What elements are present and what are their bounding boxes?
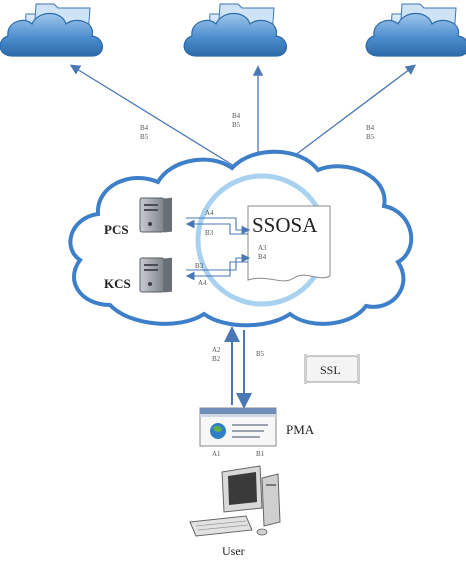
pcs-label: PCS	[104, 222, 129, 237]
ssosa-document-icon	[247, 205, 331, 282]
desktop-computer-icon	[189, 465, 281, 537]
left-arrow-label-1: B4	[140, 124, 149, 132]
right-arrow-label-1: B4	[366, 124, 375, 132]
arrow-ssosa-to-kcs	[185, 261, 248, 281]
cloud-left-icon	[0, 3, 104, 57]
pcs-server-icon	[139, 197, 173, 233]
ssl-label: SSL	[320, 363, 341, 377]
arrow-to-left-cloud	[69, 64, 253, 178]
kcs-arrow-a4: A4	[198, 279, 207, 287]
right-arrow-label-2: B5	[366, 133, 375, 141]
pma-up-label-a2: A2	[212, 346, 221, 354]
ssosa-label-a3: A3	[258, 244, 267, 252]
ssosa-label-b4: B4	[258, 253, 267, 261]
kcs-label: KCS	[104, 276, 131, 291]
ssosa-label: SSOSA	[252, 213, 318, 237]
arrow-pcs-to-ssosa	[186, 217, 251, 235]
browser-window-icon	[199, 407, 277, 447]
pma-down-label-b5: B5	[256, 350, 265, 358]
cloud-right-icon	[365, 3, 466, 57]
kcs-arrow-b3: B3	[195, 262, 204, 270]
arrow-ssosa-to-pcs	[185, 219, 248, 235]
pma-a1-label: A1	[212, 450, 221, 458]
kcs-server-icon	[139, 257, 173, 293]
center-arrow-label-2: B5	[232, 121, 241, 129]
pma-b1-label: B1	[256, 450, 265, 458]
ssl-badge-icon	[304, 354, 360, 384]
pma-label: PMA	[286, 422, 315, 437]
arrow-kcs-to-ssosa	[186, 253, 251, 271]
user-label: User	[222, 544, 245, 558]
left-arrow-label-2: B5	[140, 133, 149, 141]
center-arrow-label-1: B4	[232, 112, 241, 120]
cloud-center-icon	[183, 3, 288, 57]
pcs-arrow-a4: A4	[205, 209, 214, 217]
pma-up-label-b2: B2	[212, 355, 221, 363]
pcs-arrow-b3: B3	[205, 229, 214, 237]
